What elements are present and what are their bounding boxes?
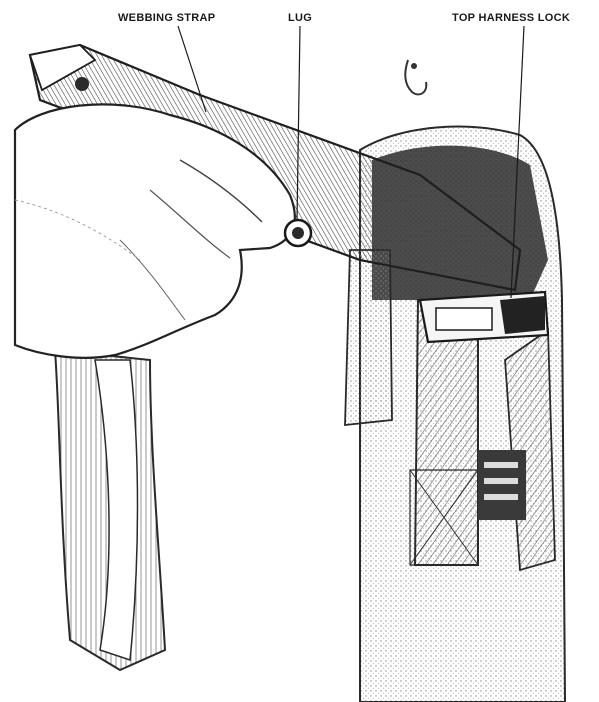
top-harness-lock xyxy=(420,292,548,342)
label-top-harness-lock: TOP HARNESS LOCK xyxy=(452,12,570,24)
pack-panel xyxy=(478,450,526,520)
lug xyxy=(285,220,311,246)
leg-drape xyxy=(55,350,165,670)
label-webbing-strap: WEBBING STRAP xyxy=(118,12,215,24)
label-lug: LUG xyxy=(288,12,312,24)
